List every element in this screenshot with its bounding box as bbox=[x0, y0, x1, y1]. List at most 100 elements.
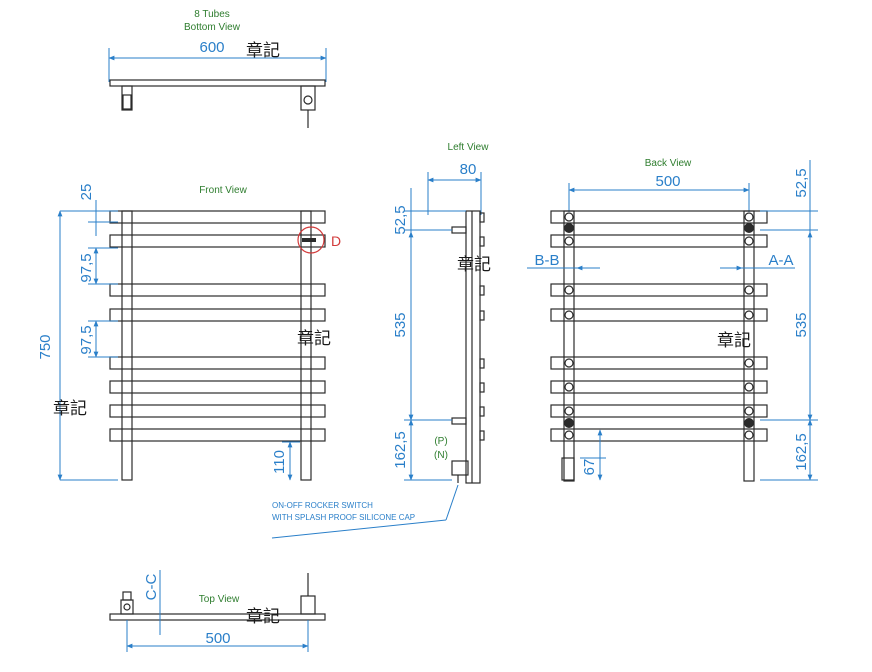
wall-bracket bbox=[744, 418, 754, 428]
detail-d-circle bbox=[297, 226, 325, 254]
back-fixing bbox=[744, 358, 754, 368]
left-switch-box bbox=[451, 460, 469, 476]
back-fixing bbox=[744, 285, 754, 295]
top-section-c: C-C bbox=[143, 574, 160, 601]
callout-leader1 bbox=[445, 484, 459, 521]
back-tube bbox=[550, 428, 768, 442]
front-tube bbox=[109, 308, 326, 322]
front-tubes bbox=[109, 210, 326, 442]
left-view: Left View 80 52,5 535 162,5 (P) (N) bbox=[392, 142, 490, 484]
front-tube bbox=[109, 356, 326, 370]
back-tube bbox=[550, 210, 768, 224]
left-tube-end bbox=[479, 285, 485, 296]
back-top-dim: 52,5 bbox=[793, 168, 810, 197]
detail-d-label: D bbox=[331, 233, 341, 249]
front-tube bbox=[109, 380, 326, 394]
back-tube bbox=[550, 234, 768, 248]
left-tube-ends bbox=[479, 212, 485, 441]
front-view: Front View D 750 25 97,5 97,5 110 bbox=[37, 184, 341, 481]
left-tube-end bbox=[479, 430, 485, 441]
bottom-view-title-line2: Bottom View bbox=[184, 22, 241, 33]
back-fixing bbox=[564, 212, 574, 222]
left-tube-end bbox=[479, 406, 485, 417]
back-valve-dim: 67 bbox=[581, 459, 598, 476]
left-tube-end bbox=[479, 310, 485, 321]
callout-line2: WITH SPLASH PROOF SILICONE CAP bbox=[272, 513, 415, 522]
left-tube-end bbox=[479, 236, 485, 247]
bottom-width-dim: 600 bbox=[199, 39, 224, 56]
back-tubes bbox=[550, 210, 768, 442]
left-label-n: (N) bbox=[434, 450, 448, 461]
bottom-left-valve bbox=[121, 85, 133, 111]
front-left-rail bbox=[121, 210, 133, 481]
left-depth-dim: 80 bbox=[460, 161, 477, 178]
back-tube bbox=[550, 380, 768, 394]
front-top-dim: 25 bbox=[78, 184, 95, 201]
back-fixing bbox=[744, 382, 754, 392]
left-tube-end bbox=[479, 382, 485, 393]
bottom-view: 8 Tubes Bottom View 600 bbox=[108, 9, 327, 128]
back-tube bbox=[550, 356, 768, 370]
front-tube bbox=[109, 234, 326, 248]
front-tube bbox=[109, 428, 326, 442]
bottom-view-title-line1: 8 Tubes bbox=[194, 9, 230, 20]
left-bottom-dim: 162,5 bbox=[392, 431, 409, 469]
bottom-switch-knob bbox=[303, 95, 313, 105]
left-top-dim: 52,5 bbox=[392, 205, 409, 234]
back-fixing bbox=[564, 358, 574, 368]
detail-d-switch bbox=[302, 238, 316, 242]
back-fixing bbox=[744, 212, 754, 222]
top-left-valve-port bbox=[123, 603, 131, 611]
front-tube bbox=[109, 404, 326, 418]
wall-bracket bbox=[564, 418, 574, 428]
front-bottom-dim: 110 bbox=[271, 450, 288, 474]
back-fixing bbox=[564, 285, 574, 295]
back-fixing bbox=[744, 430, 754, 440]
back-width-dim: 500 bbox=[655, 173, 680, 190]
bottom-left-valve-body bbox=[122, 94, 132, 110]
watermark-4: 章記 bbox=[717, 331, 751, 351]
front-gap1-dim: 97,5 bbox=[78, 253, 95, 282]
left-tube-end bbox=[479, 212, 485, 223]
watermark-5: 章記 bbox=[53, 399, 87, 419]
front-height-dim: 750 bbox=[37, 334, 54, 359]
back-fixing bbox=[744, 310, 754, 320]
watermarks: 章記 章記 章記 章記 章記 章記 bbox=[53, 41, 751, 627]
back-tube bbox=[550, 308, 768, 322]
back-fixing bbox=[564, 382, 574, 392]
wall-bracket bbox=[564, 223, 574, 233]
watermark-1: 章記 bbox=[246, 41, 280, 61]
top-right-element bbox=[300, 595, 316, 615]
front-view-title: Front View bbox=[199, 185, 247, 196]
back-valve bbox=[561, 457, 575, 481]
front-tube bbox=[109, 283, 326, 297]
top-left-valve bbox=[120, 599, 134, 615]
left-tube-end bbox=[479, 358, 485, 369]
top-tube-bar bbox=[109, 613, 326, 621]
left-view-title: Left View bbox=[448, 142, 490, 153]
back-fixing bbox=[564, 430, 574, 440]
left-bottom-bracket bbox=[451, 417, 467, 425]
top-left-valve-cap bbox=[122, 591, 132, 601]
back-view-title: Back View bbox=[645, 158, 692, 169]
bottom-right-element bbox=[300, 85, 316, 111]
back-section-b: B-B bbox=[534, 252, 559, 269]
back-tube bbox=[550, 283, 768, 297]
top-width-dim: 500 bbox=[205, 630, 230, 647]
switch-callout: ON-OFF ROCKER SWITCH WITH SPLASH PROOF S… bbox=[271, 484, 459, 539]
top-view-title: Top View bbox=[199, 594, 240, 605]
back-tube bbox=[550, 404, 768, 418]
back-fixing bbox=[564, 310, 574, 320]
left-top-bracket bbox=[451, 226, 467, 234]
back-fixing bbox=[564, 236, 574, 246]
front-tube bbox=[109, 210, 326, 224]
left-side-profile bbox=[465, 210, 481, 484]
watermark-6: 章記 bbox=[246, 607, 280, 627]
back-fixing bbox=[744, 236, 754, 246]
front-gap2-dim: 97,5 bbox=[78, 325, 95, 354]
top-view: Top View C-C 500 bbox=[109, 570, 326, 652]
callout-line1: ON-OFF ROCKER SWITCH bbox=[272, 501, 373, 510]
back-centres-dim: 535 bbox=[793, 312, 810, 337]
callout-leader2 bbox=[271, 519, 447, 539]
